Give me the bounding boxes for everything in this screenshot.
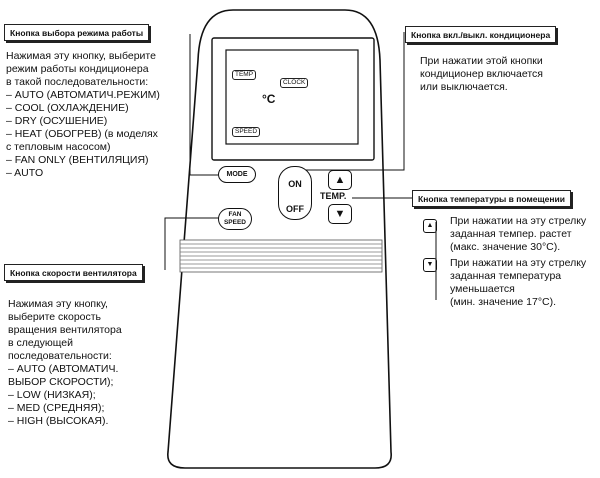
temp-title: Кнопка температуры в помещении xyxy=(412,190,571,207)
temp-up-button[interactable]: ▲ xyxy=(328,170,352,190)
mode-title: Кнопка выбора режима работы xyxy=(4,24,150,41)
mode-button[interactable]: MODE xyxy=(218,166,256,183)
off-label: OFF xyxy=(286,204,304,214)
power-description: При нажатии этой кнопки кондиционер вклю… xyxy=(420,55,543,93)
down-arrow-icon: ▼ xyxy=(334,208,346,220)
display-unit: °C xyxy=(262,92,276,106)
temp-down-button[interactable]: ▼ xyxy=(328,204,352,224)
connector-fan xyxy=(164,217,220,270)
connector-mode xyxy=(189,34,218,176)
fan-title: Кнопка скорости вентилятора xyxy=(4,264,143,281)
temp-down-description: При нажатии на эту стрелку заданная темп… xyxy=(450,257,587,308)
fan-label-line2: SPEED xyxy=(223,219,247,226)
power-title: Кнопка вкл./выкл. кондиционера xyxy=(405,26,557,43)
up-arrow-glyph: ▲ xyxy=(426,222,434,229)
mode-description: Нажимая эту кнопку, выберите режим работ… xyxy=(6,50,160,179)
down-arrow-glyph: ▼ xyxy=(426,261,434,268)
temp-up-description: При нажатии на эту стрелку заданная темп… xyxy=(450,215,587,253)
grip-ribs xyxy=(179,239,383,273)
mode-button-label: MODE xyxy=(226,171,248,178)
display-speed-tag: SPEED xyxy=(232,127,261,137)
fan-description: Нажимая эту кнопку, выберите скорость вр… xyxy=(8,298,122,427)
fan-label-line1: FAN xyxy=(228,211,242,218)
temp-up-mini-icon: ▲ xyxy=(423,219,437,233)
temp-down-mini-icon: ▼ xyxy=(423,258,437,272)
display-clock-tag: CLOCK xyxy=(280,78,309,88)
on-off-button[interactable]: ON OFF xyxy=(278,166,312,220)
up-arrow-icon: ▲ xyxy=(334,174,346,186)
fan-speed-button[interactable]: FAN SPEED xyxy=(218,208,252,230)
on-label: ON xyxy=(288,179,302,189)
temp-button-label: TEMP. xyxy=(320,191,347,201)
display-temp-tag: TEMP xyxy=(232,70,257,80)
